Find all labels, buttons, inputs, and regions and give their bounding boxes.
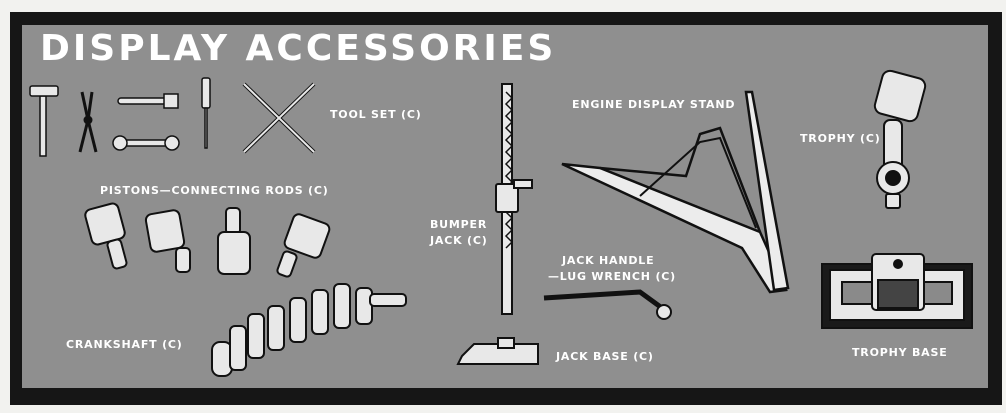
label-crankshaft: CRANKSHAFT (C) — [66, 338, 183, 351]
label-trophy-base: TROPHY BASE — [852, 346, 948, 359]
piston-icon — [276, 213, 331, 278]
label-tool-set: TOOL SET (C) — [330, 108, 422, 121]
label-trophy: TROPHY (C) — [800, 132, 881, 145]
piston-icon — [217, 207, 251, 275]
crankshaft-icon — [211, 283, 407, 377]
piston-icon — [144, 209, 191, 273]
trophy-icon — [873, 69, 927, 209]
label-jack-handle-line2: —LUG WRENCH (C) — [548, 270, 676, 283]
lug-cross-wrench-icon — [242, 82, 316, 154]
jack-base-icon — [456, 337, 539, 365]
bumper-jack-icon — [495, 83, 533, 315]
label-bumper-jack-line2: JACK (C) — [430, 234, 488, 247]
engine-display-stand-icon — [561, 90, 790, 294]
label-jack-base: JACK BASE (C) — [556, 350, 654, 363]
piston-icon — [84, 202, 128, 270]
label-engine-display-stand: ENGINE DISPLAY STAND — [572, 98, 736, 111]
adjustable-wrench-icon — [117, 93, 179, 109]
label-jack-handle-line1: JACK HANDLE — [562, 254, 655, 267]
hammer-icon — [29, 85, 59, 157]
pliers-icon — [78, 91, 98, 153]
open-wrench-icon — [112, 135, 180, 151]
label-bumper-jack-line1: BUMPER — [430, 218, 488, 231]
page-title: DISPLAY ACCESSORIES — [40, 28, 557, 69]
jack-handle-icon — [543, 289, 672, 320]
label-pistons-connecting-rods: PISTONS—CONNECTING RODS (C) — [100, 184, 329, 197]
screwdriver-icon — [201, 77, 211, 149]
trophy-base-icon — [821, 253, 973, 329]
